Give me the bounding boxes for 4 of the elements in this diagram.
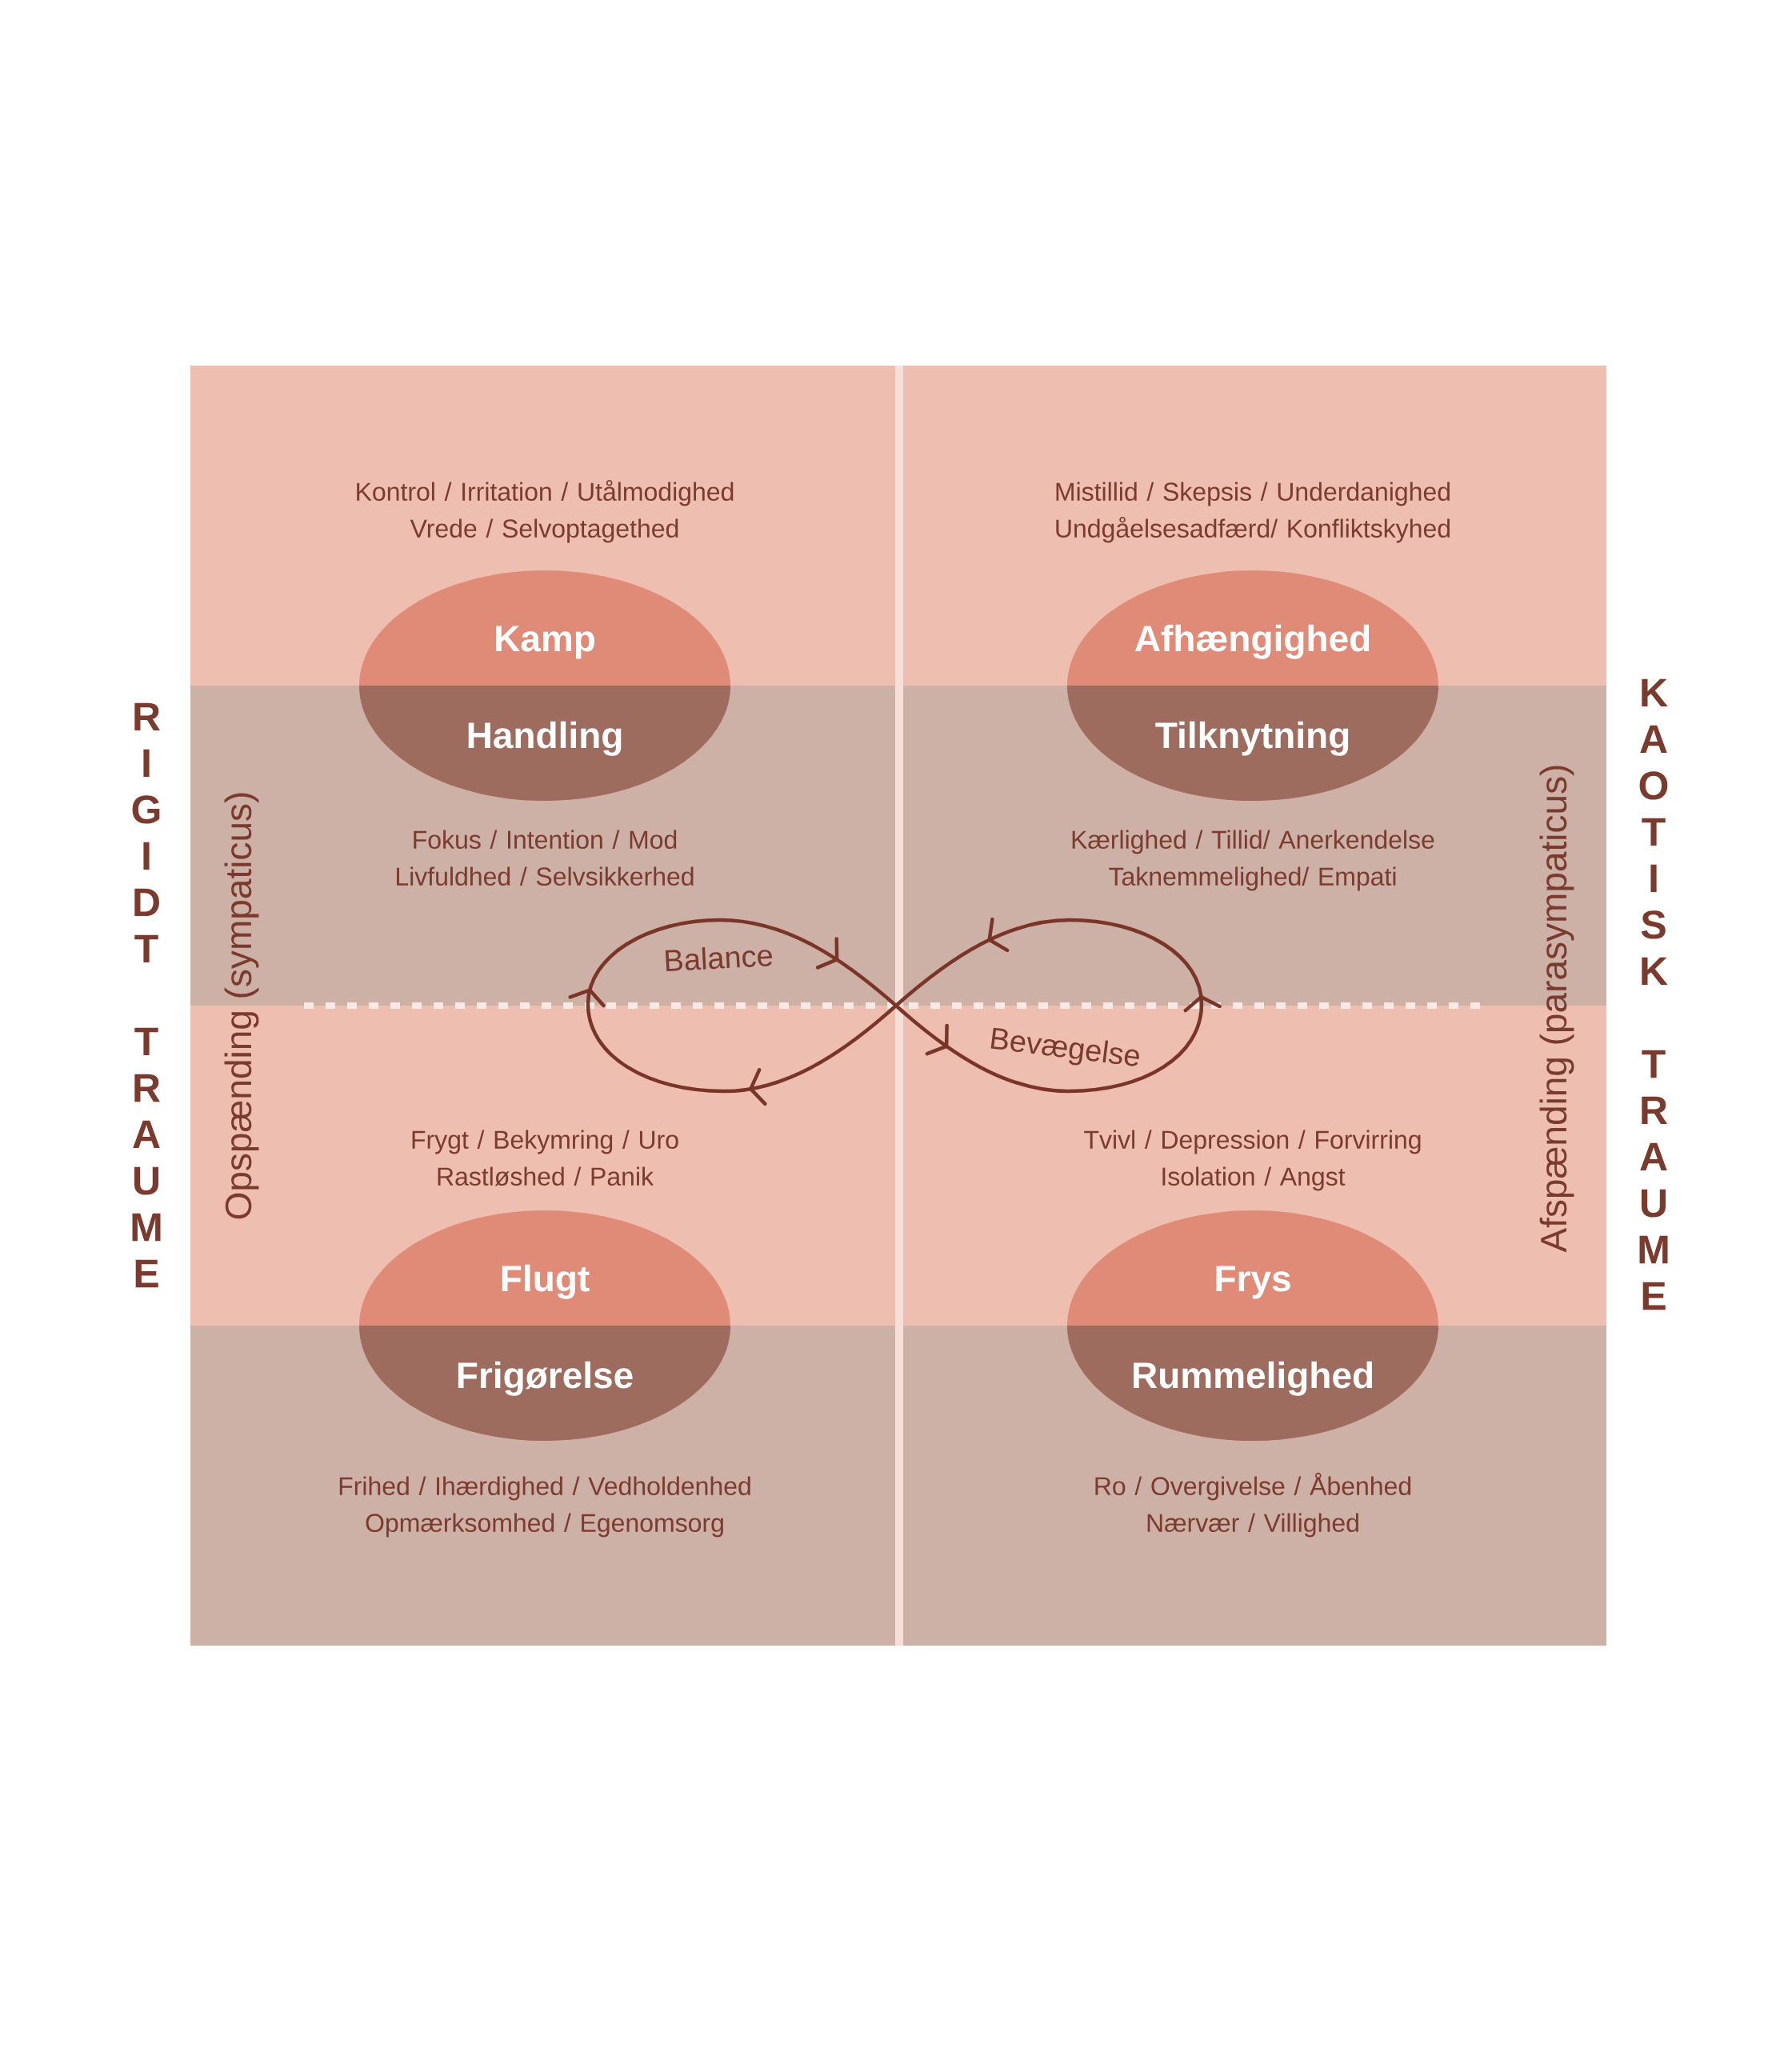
rotated-side-label: Afspænding (parasympaticus): [1539, 766, 1574, 1253]
stacked-side-label: RIGIDT TRAUME: [132, 702, 161, 1288]
stacked-side-label: KAOTISK TRAUME: [1639, 678, 1668, 1310]
rotated-side-label: Opspænding (sympaticus): [224, 793, 259, 1219]
